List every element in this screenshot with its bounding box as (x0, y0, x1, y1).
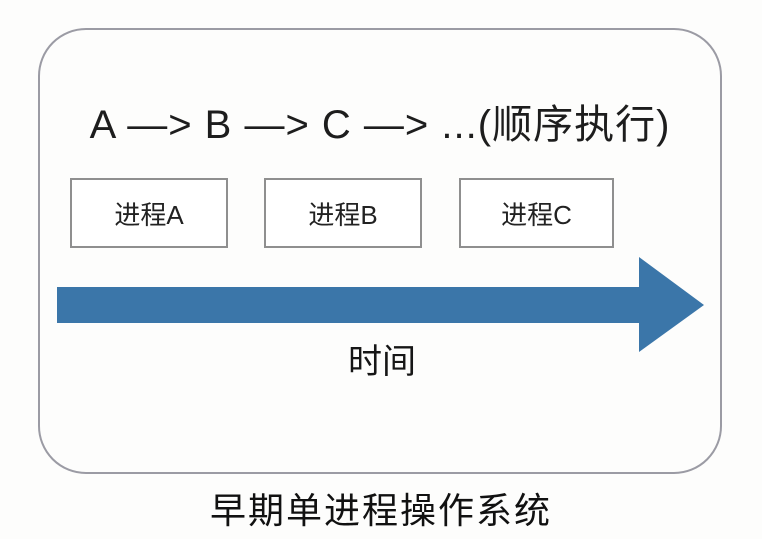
time-axis-label: 时间 (348, 343, 416, 381)
process-box-label: 进程C (501, 199, 572, 230)
process-box-b: 进程B (264, 178, 422, 248)
process-box-label: 进程B (308, 199, 378, 230)
diagram-caption: 早期单进程操作系统 (209, 490, 552, 531)
sequence-label: A —> B —> C —> ...(顺序执行) (89, 103, 671, 147)
process-box-label: 进程A (114, 199, 184, 230)
process-box-c: 进程C (459, 178, 614, 248)
process-box-a: 进程A (70, 178, 228, 248)
diagram-frame: A —> B —> C —> ...(顺序执行) 进程A 进程B 进程C 时间 (38, 28, 722, 474)
